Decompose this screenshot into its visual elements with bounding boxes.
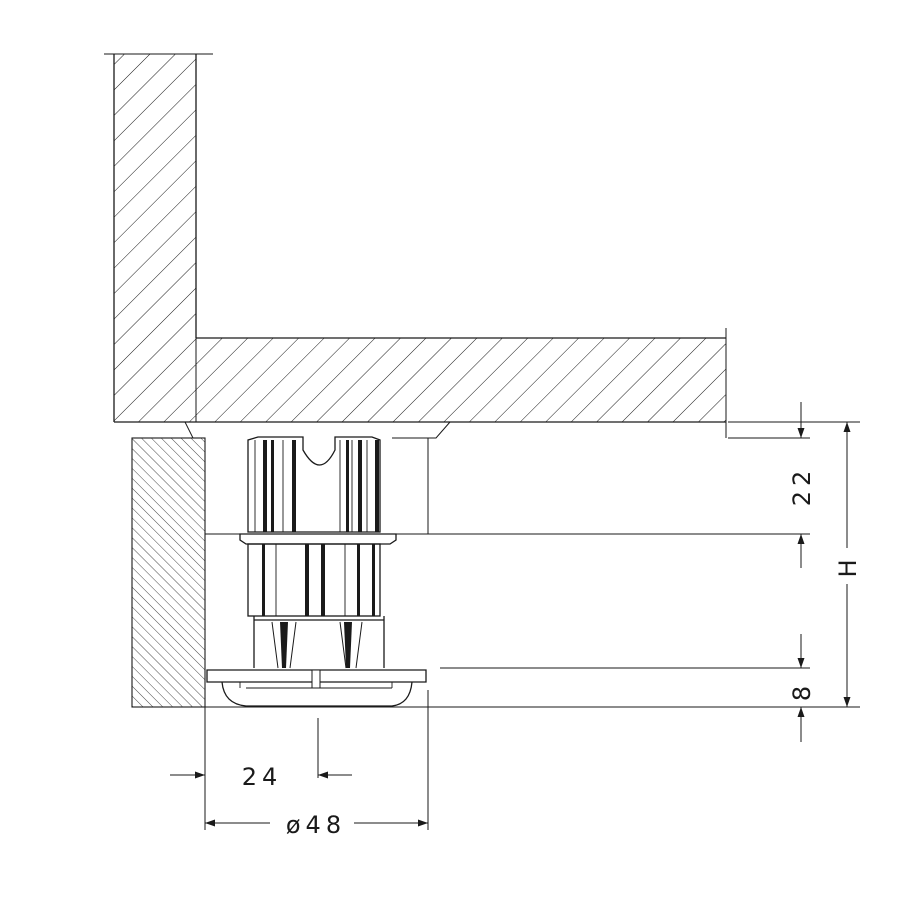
dimension-48: ø48 bbox=[205, 811, 428, 839]
adjustable-foot bbox=[206, 421, 451, 707]
dimension-h-label: H bbox=[834, 554, 862, 577]
dimension-h: H bbox=[834, 422, 862, 707]
plinth-board-section bbox=[131, 421, 206, 708]
dimension-24: 24 bbox=[170, 763, 352, 791]
dimension-8-label: 8 bbox=[788, 681, 816, 701]
side-panel-section bbox=[104, 53, 726, 422]
dimension-22-label: 22 bbox=[788, 466, 816, 507]
dimension-8: 8 bbox=[788, 634, 816, 742]
dimension-24-label: 24 bbox=[242, 763, 283, 791]
dimension-48-label: ø48 bbox=[286, 811, 346, 839]
bottom-panel-section bbox=[114, 328, 727, 438]
extension-lines bbox=[204, 421, 860, 830]
dimension-22: 22 bbox=[788, 402, 816, 568]
